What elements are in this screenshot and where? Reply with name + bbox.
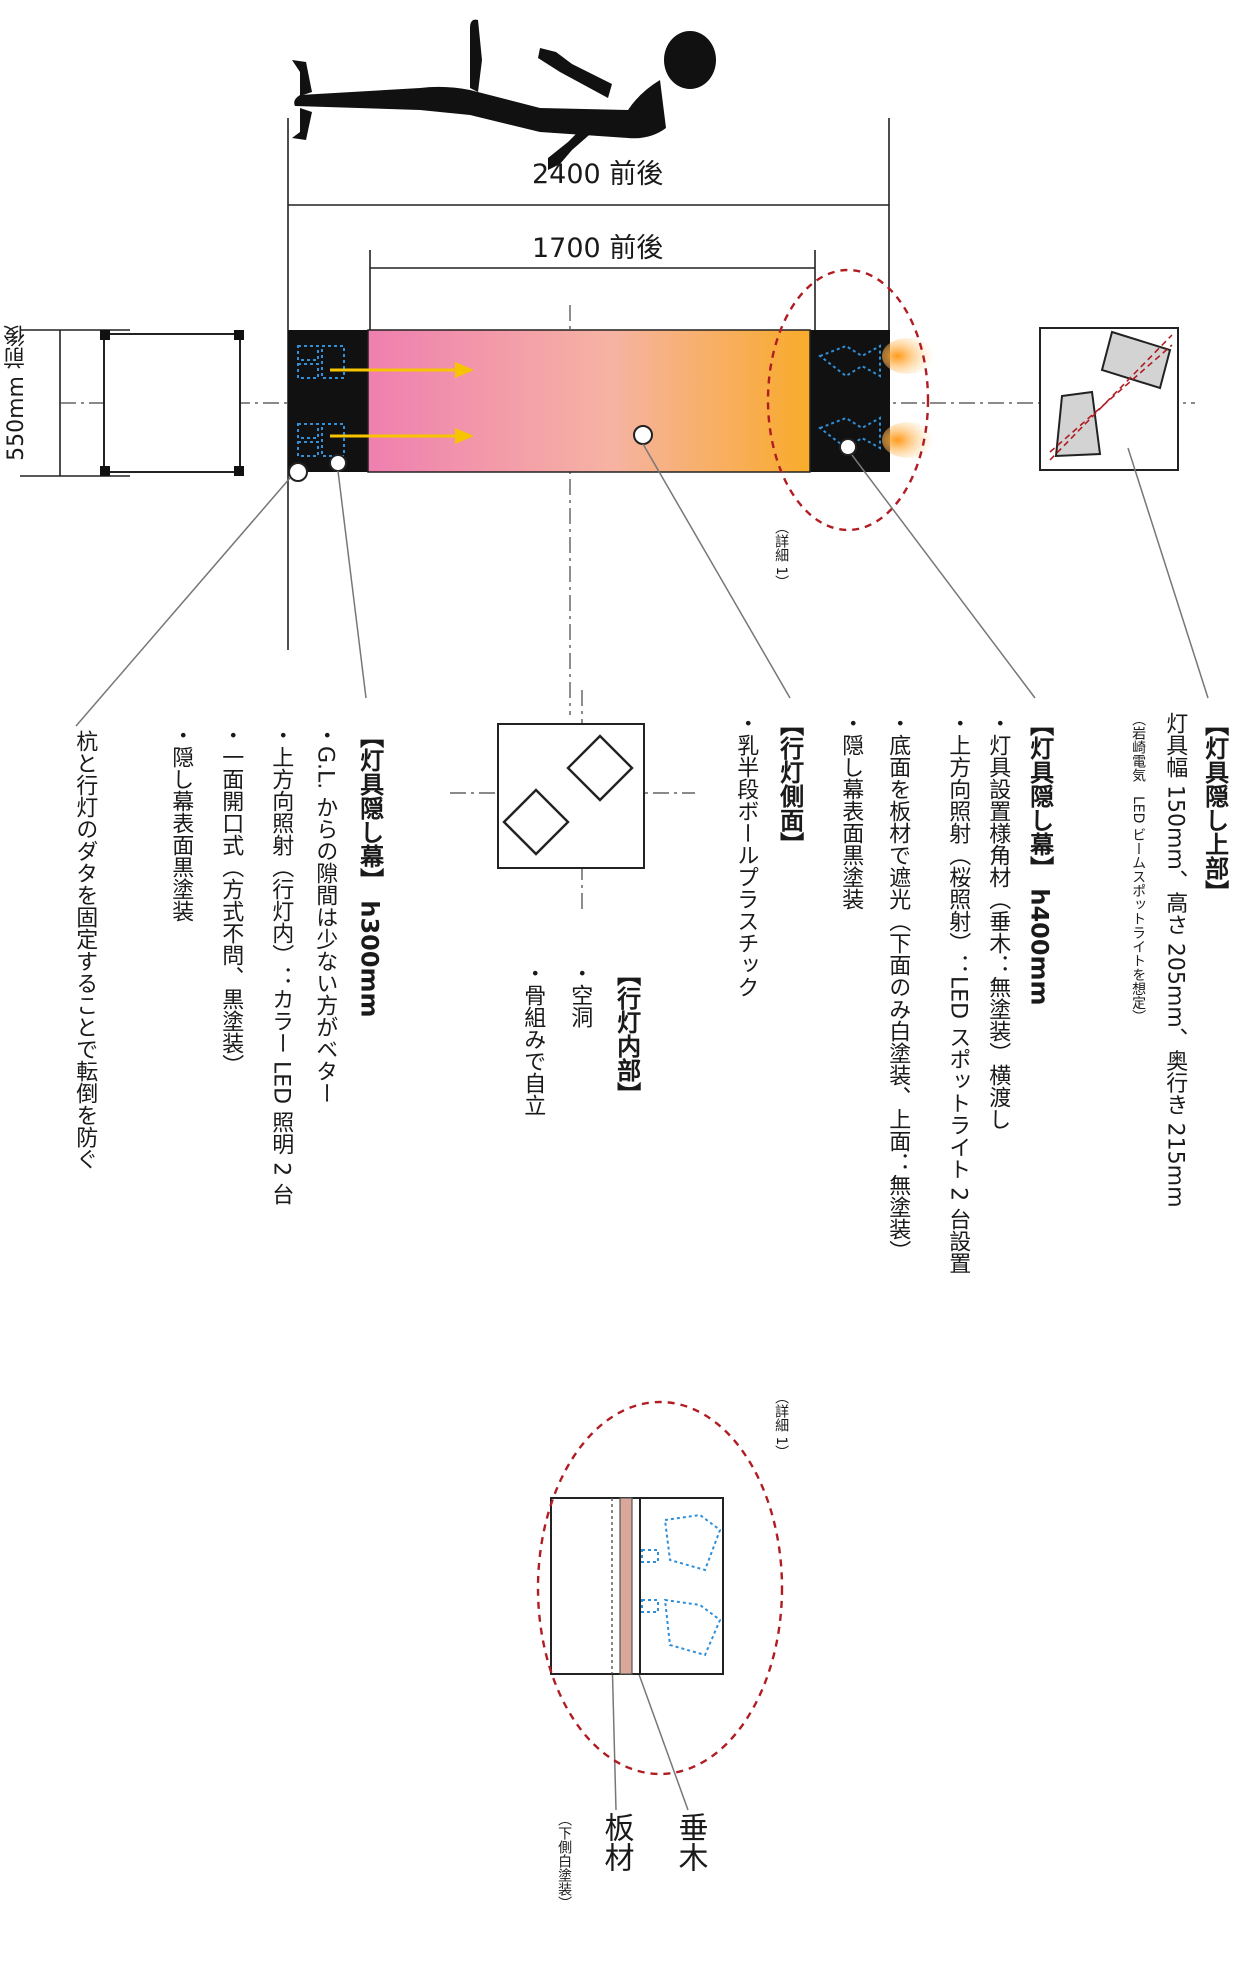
upper-cover-line1: 灯具幅 150mm、高さ 205mm、奥行き 215mm: [1162, 712, 1188, 1208]
lantern-inner-title: 【行灯内部】: [612, 962, 641, 1106]
lantern-inner-item-1: ・空洞: [567, 962, 593, 1028]
detail-circle-bottom: [536, 1400, 784, 1776]
fixture-cover-300-title: 【灯具隠し幕】 h300mm: [355, 724, 384, 1018]
leader-lines: [75, 443, 1209, 1811]
upper-cover-box: [1039, 327, 1179, 471]
dimension-lines: [20, 118, 890, 650]
rafter-label: 垂木: [672, 1812, 708, 1872]
board-note: （下側白塗装）: [556, 1812, 573, 1910]
fixture-cover-300-item-4: ・隠し幕表面黒塗装: [168, 724, 194, 922]
upper-cover-title: 【灯具隠し上部】: [1200, 712, 1229, 904]
lantern-side-title: 【行灯側面】: [775, 712, 804, 856]
dimension-550-label: 550mm 前後: [4, 325, 29, 461]
person-silhouette-icon: [292, 19, 716, 170]
dimension-2400-label: 2400 前後: [532, 159, 664, 190]
left-side-box: [100, 330, 244, 476]
upper-cover-line2: （岩崎電気 LED ビームスポットライトを想定）: [1130, 712, 1147, 1024]
fixture-cover-400-item-4: ・隠し幕表面黒塗装: [838, 712, 864, 910]
detail-circle-top: [766, 268, 930, 532]
arrow-right-icon: [330, 362, 474, 444]
lantern-side-item-1: ・乳半段ボールプラスチック: [733, 712, 759, 998]
detail-ref-top: （詳細 1）: [773, 520, 790, 590]
fixture-cover-300-item-2: ・上方向照射（行灯内）：カラー LED 照明 2 台: [268, 724, 294, 1206]
fixture-cover-400-item-2: ・上方向照射（桜照射）：LED スポットライト 2 台設置: [945, 712, 971, 1275]
fixture-cover-300-item-3: ・一面開口式（方式不問、黒塗装）: [218, 724, 244, 1076]
detail-view: [550, 1497, 724, 1675]
lantern-section-box: [497, 723, 645, 869]
fixture-cover-400-item-3: ・底面を板材で遮光（下面のみ白塗装、上面：無塗装）: [885, 712, 911, 1262]
fixture-cover-400-title: 【灯具隠し幕】 h400mm: [1025, 712, 1054, 1006]
dimension-1700-label: 1700 前後: [532, 233, 664, 264]
board-label: 板材: [598, 1812, 634, 1872]
lantern-body: [288, 329, 890, 473]
fixture-cover-400-item-1: ・灯具設置様角材（垂木：無塗装）横渡し: [985, 712, 1011, 1130]
detail-ref-bottom: （詳細 1）: [773, 1390, 790, 1460]
stake-note: 杭と行灯のダタを固定することで転倒を防ぐ: [72, 730, 98, 1170]
lantern-inner-item-2: ・骨組みで自立: [520, 962, 546, 1116]
led-fixtures-left: [297, 345, 345, 457]
fixture-cover-300-item-1: ・G.L. からの隙間は少ない方がベター: [312, 724, 338, 1105]
